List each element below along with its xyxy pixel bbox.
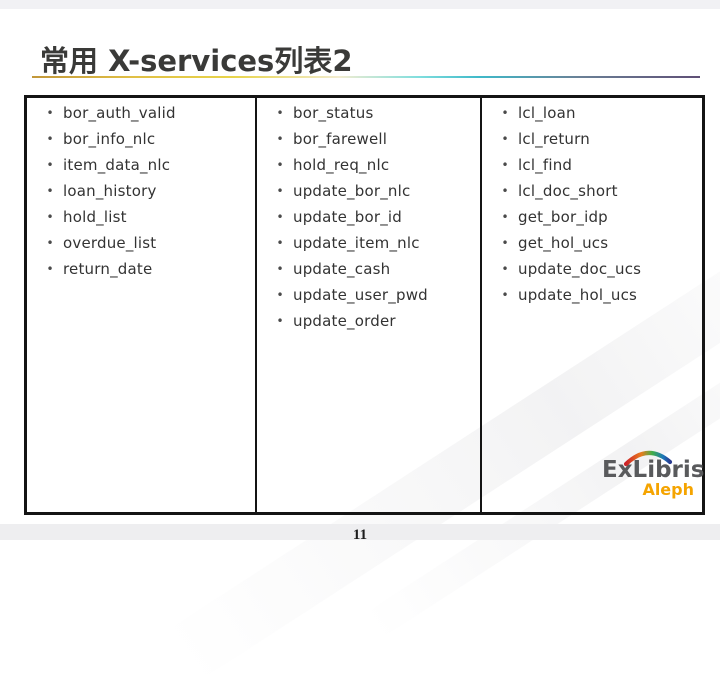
- service-name: lcl_find: [518, 156, 573, 174]
- service-list: • bor_auth_valid • bor_info_nlc • item_data_n…: [37, 100, 255, 282]
- list-item: • hold_req_nlc: [267, 152, 480, 178]
- service-name: bor_auth_valid: [63, 104, 176, 122]
- list-item: • update_hol_ucs: [492, 282, 702, 308]
- bullet-icon: •: [501, 210, 509, 224]
- service-name: get_bor_idp: [518, 208, 608, 226]
- service-name: update_item_nlc: [293, 234, 420, 252]
- page-number: 11: [352, 527, 368, 543]
- bullet-icon: •: [276, 314, 284, 328]
- bullet-icon: •: [501, 158, 509, 172]
- service-name: bor_farewell: [293, 130, 388, 148]
- list-item: • return_date: [37, 256, 255, 282]
- bullet-icon: •: [501, 236, 509, 250]
- bullet-icon: •: [46, 132, 54, 146]
- service-name: update_bor_nlc: [293, 182, 411, 200]
- list-item: • update_order: [267, 308, 480, 334]
- service-name: lcl_loan: [518, 104, 576, 122]
- service-list: • bor_status • bor_farewell • hold_req_nlc • up…: [267, 100, 480, 334]
- service-name: loan_history: [63, 182, 157, 200]
- bullet-icon: •: [46, 158, 54, 172]
- service-list: • lcl_loan • lcl_return • lcl_find • lcl_doc_sh…: [492, 100, 702, 308]
- list-item: • item_data_nlc: [37, 152, 255, 178]
- service-name: hold_req_nlc: [293, 156, 390, 174]
- top-margin-strip: [0, 0, 720, 9]
- service-name: bor_info_nlc: [63, 130, 156, 148]
- bullet-icon: •: [276, 106, 284, 120]
- service-name: get_hol_ucs: [518, 234, 609, 252]
- list-item: • overdue_list: [37, 230, 255, 256]
- list-item: • bor_status: [267, 100, 480, 126]
- service-name: return_date: [63, 260, 153, 278]
- services-table: • bor_auth_valid • bor_info_nlc • item_data_n…: [24, 95, 705, 515]
- service-name: hold_list: [63, 208, 127, 226]
- title-underline-rule: [32, 76, 700, 78]
- list-item: • get_bor_idp: [492, 204, 702, 230]
- bullet-icon: •: [276, 236, 284, 250]
- list-item: • loan_history: [37, 178, 255, 204]
- logo-product-text: Aleph: [642, 480, 694, 499]
- table-column-3: • lcl_loan • lcl_return • lcl_find • lcl_doc_sh…: [480, 98, 702, 512]
- exlibris-aleph-logo: ExLibris Aleph: [602, 450, 704, 499]
- bullet-icon: •: [276, 132, 284, 146]
- service-name: update_doc_ucs: [518, 260, 642, 278]
- service-name: update_cash: [293, 260, 391, 278]
- bullet-icon: •: [276, 210, 284, 224]
- exlibris-arc-icon: [623, 450, 673, 467]
- bullet-icon: •: [276, 184, 284, 198]
- list-item: • lcl_doc_short: [492, 178, 702, 204]
- list-item: • update_cash: [267, 256, 480, 282]
- table-column-1: • bor_auth_valid • bor_info_nlc • item_data_n…: [27, 98, 255, 512]
- service-name: update_user_pwd: [293, 286, 428, 304]
- list-item: • update_bor_nlc: [267, 178, 480, 204]
- bullet-icon: •: [46, 262, 54, 276]
- list-item: • hold_list: [37, 204, 255, 230]
- bullet-icon: •: [276, 158, 284, 172]
- bullet-icon: •: [276, 262, 284, 276]
- list-item: • bor_auth_valid: [37, 100, 255, 126]
- bullet-icon: •: [501, 132, 509, 146]
- service-name: bor_status: [293, 104, 374, 122]
- bullet-icon: •: [46, 106, 54, 120]
- bullet-icon: •: [501, 106, 509, 120]
- service-name: item_data_nlc: [63, 156, 171, 174]
- logo-brand-text: ExLibris: [602, 457, 705, 483]
- list-item: • bor_info_nlc: [37, 126, 255, 152]
- bullet-icon: •: [501, 184, 509, 198]
- bullet-icon: •: [276, 288, 284, 302]
- bullet-icon: •: [46, 210, 54, 224]
- list-item: • lcl_find: [492, 152, 702, 178]
- service-name: update_hol_ucs: [518, 286, 638, 304]
- list-item: • update_user_pwd: [267, 282, 480, 308]
- service-name: overdue_list: [63, 234, 157, 252]
- list-item: • bor_farewell: [267, 126, 480, 152]
- service-name: update_bor_id: [293, 208, 403, 226]
- list-item: • update_doc_ucs: [492, 256, 702, 282]
- page-title: 常用 X-services列表2: [40, 44, 353, 78]
- list-item: • get_hol_ucs: [492, 230, 702, 256]
- bullet-icon: •: [46, 184, 54, 198]
- list-item: • lcl_loan: [492, 100, 702, 126]
- bullet-icon: •: [501, 288, 509, 302]
- bullet-icon: •: [501, 262, 509, 276]
- table-column-2: • bor_status • bor_farewell • hold_req_nlc • up…: [255, 98, 480, 512]
- service-name: update_order: [293, 312, 396, 330]
- list-item: • update_bor_id: [267, 204, 480, 230]
- service-name: lcl_return: [518, 130, 590, 148]
- list-item: • lcl_return: [492, 126, 702, 152]
- service-name: lcl_doc_short: [518, 182, 618, 200]
- footer-strip: 11: [0, 524, 720, 543]
- list-item: • update_item_nlc: [267, 230, 480, 256]
- bullet-icon: •: [46, 236, 54, 250]
